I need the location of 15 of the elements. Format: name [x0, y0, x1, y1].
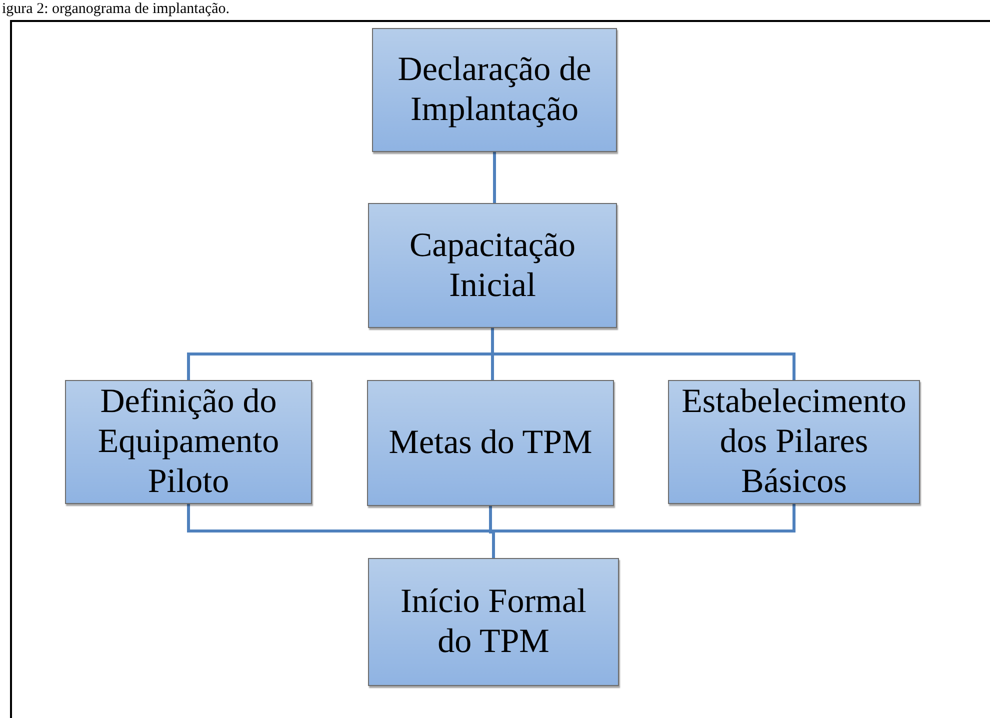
process-box [65, 380, 312, 504]
box-label: Declaração de Implantação [396, 50, 592, 130]
connector-line [491, 328, 796, 380]
process-box [367, 380, 614, 506]
process-box [372, 28, 617, 152]
box-label: Definição do Equipamento Piloto [96, 382, 280, 502]
process-box [368, 558, 619, 686]
connector-line [493, 152, 496, 203]
box-label: Início Formal do TPM [399, 582, 588, 662]
box-label: Estabelecimento dos Pilares Básicos [680, 382, 908, 502]
box-label: Metas do TPM [388, 423, 594, 463]
process-box [368, 203, 617, 328]
figure-caption: igura 2: organograma de implantação. [2, 0, 230, 18]
connector-line [492, 504, 796, 558]
box-label: Capacitação Inicial [408, 226, 577, 306]
